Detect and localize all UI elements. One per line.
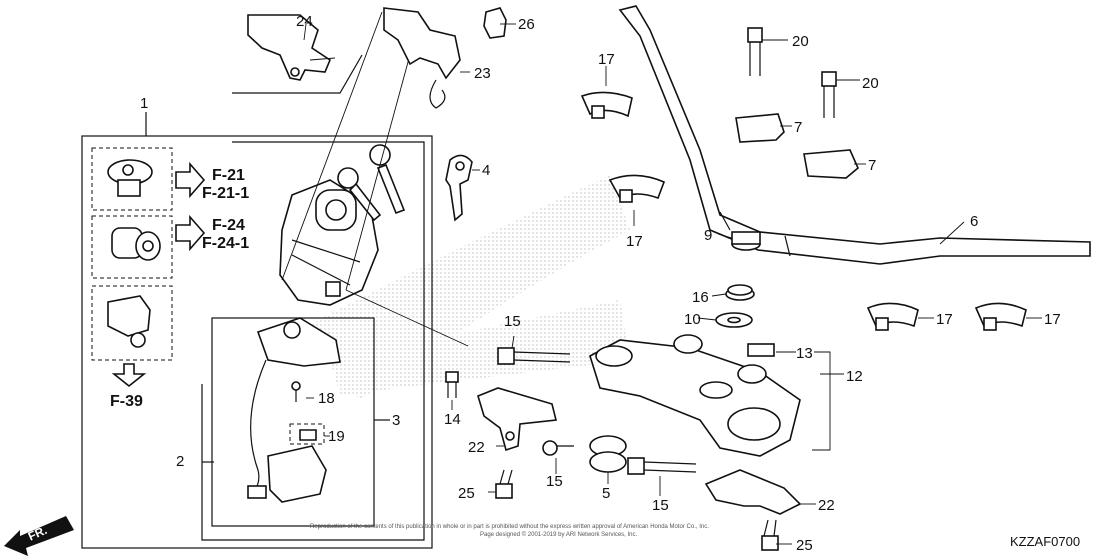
washer-8 bbox=[731, 231, 761, 251]
diagram-code: KZZAF0700 bbox=[1010, 534, 1080, 549]
lock-cylinder-part bbox=[111, 227, 161, 261]
clamp-5 bbox=[589, 435, 627, 473]
bracket-23 bbox=[383, 7, 461, 109]
bolt-20-b bbox=[821, 71, 837, 118]
callout-6: 6 bbox=[970, 213, 978, 230]
nut-16 bbox=[725, 284, 755, 301]
bolt-15-b bbox=[627, 457, 697, 475]
callout-21: 22 bbox=[468, 439, 485, 456]
callout-13: 14 bbox=[444, 411, 461, 428]
ignition-switch bbox=[279, 179, 379, 306]
callout-19: 19 bbox=[328, 428, 345, 445]
arrow-f21 bbox=[175, 161, 206, 199]
callout-17-b: 17 bbox=[626, 233, 643, 250]
callout-3: 3 bbox=[392, 412, 400, 429]
callout-25-a: 25 bbox=[458, 485, 475, 502]
copyright-line-1: Reproduction of the contents of this pub… bbox=[310, 524, 709, 530]
callout-23: 23 bbox=[474, 65, 491, 82]
callout-25-b: 25 bbox=[796, 537, 813, 554]
callout-20-b: 20 bbox=[862, 75, 879, 92]
washer-9 bbox=[715, 312, 753, 328]
lock-part-c bbox=[107, 295, 151, 348]
ref-f24[interactable]: F-24 bbox=[212, 217, 245, 234]
holder-7-b bbox=[803, 149, 859, 179]
bracket-22 bbox=[704, 469, 802, 515]
ref-f21-1[interactable]: F-21-1 bbox=[202, 185, 249, 202]
leader-lines bbox=[303, 23, 1042, 545]
cap-part bbox=[107, 159, 153, 197]
callout-16: 16 bbox=[692, 289, 709, 306]
key-4 bbox=[445, 154, 473, 222]
callout-20-a: 20 bbox=[792, 33, 809, 50]
rubber-12 bbox=[747, 343, 775, 357]
arrow-f24 bbox=[175, 214, 206, 252]
watermark-wing bbox=[300, 175, 630, 400]
bolt-13 bbox=[445, 371, 459, 398]
callout-4: 4 bbox=[482, 162, 490, 179]
callout-17-c: 17 bbox=[936, 311, 953, 328]
ref-f39[interactable]: F-39 bbox=[110, 393, 143, 410]
callout-18: 18 bbox=[318, 390, 335, 407]
band-17-c bbox=[866, 302, 919, 331]
bracket-24 bbox=[247, 14, 336, 81]
band-17-a bbox=[580, 91, 633, 119]
bolt-20-a bbox=[747, 27, 763, 76]
callout-14: 15 bbox=[546, 473, 563, 490]
callout-7-b: 7 bbox=[868, 157, 876, 174]
bolt-25-b bbox=[761, 519, 779, 551]
callout-9: 10 bbox=[684, 311, 701, 328]
callout-10: 12 bbox=[846, 368, 863, 385]
inset-box-24 bbox=[232, 54, 363, 94]
ref-f24-1[interactable]: F-24-1 bbox=[202, 235, 249, 252]
dashed-box-b bbox=[91, 215, 173, 279]
callout-15-a: 15 bbox=[504, 313, 521, 330]
bolt-15-a bbox=[497, 347, 571, 365]
callout-26: 26 bbox=[518, 16, 535, 33]
callout-5: 5 bbox=[602, 485, 610, 502]
copyright-line-2: Page designed © 2001-2019 by ARI Network… bbox=[480, 531, 638, 538]
assembly-box-1 bbox=[81, 135, 433, 549]
handlebar bbox=[618, 5, 1091, 265]
bolt-14 bbox=[542, 440, 574, 456]
keys bbox=[337, 144, 406, 222]
arrow-f39 bbox=[111, 363, 147, 388]
band-17-d bbox=[974, 302, 1027, 331]
harness-box-3 bbox=[211, 317, 375, 527]
callout-22: 22 bbox=[818, 497, 835, 514]
callout-8: 9 bbox=[704, 227, 712, 244]
ref-f21[interactable]: F-21 bbox=[212, 167, 245, 184]
callout-2: 2 bbox=[176, 453, 184, 470]
bracket-21 bbox=[477, 387, 557, 452]
harness bbox=[247, 317, 341, 503]
callout-1: 1 bbox=[140, 95, 148, 112]
dashed-box-a bbox=[91, 147, 173, 211]
callout-15-b: 15 bbox=[652, 497, 669, 514]
callout-17-d: 17 bbox=[1044, 311, 1061, 328]
callout-7-a: 7 bbox=[794, 119, 802, 136]
bolt-25-a bbox=[495, 469, 513, 499]
holder-7-a bbox=[735, 113, 785, 143]
callout-17-a: 17 bbox=[598, 51, 615, 68]
front-direction-arrow bbox=[4, 516, 74, 556]
band-17-b bbox=[608, 174, 666, 203]
top-bridge bbox=[589, 334, 801, 457]
callout-12: 13 bbox=[796, 345, 813, 362]
bolt-18 bbox=[291, 381, 301, 402]
clip-19 bbox=[289, 423, 325, 445]
clip-26 bbox=[483, 7, 507, 39]
callout-24: 24 bbox=[296, 13, 313, 30]
